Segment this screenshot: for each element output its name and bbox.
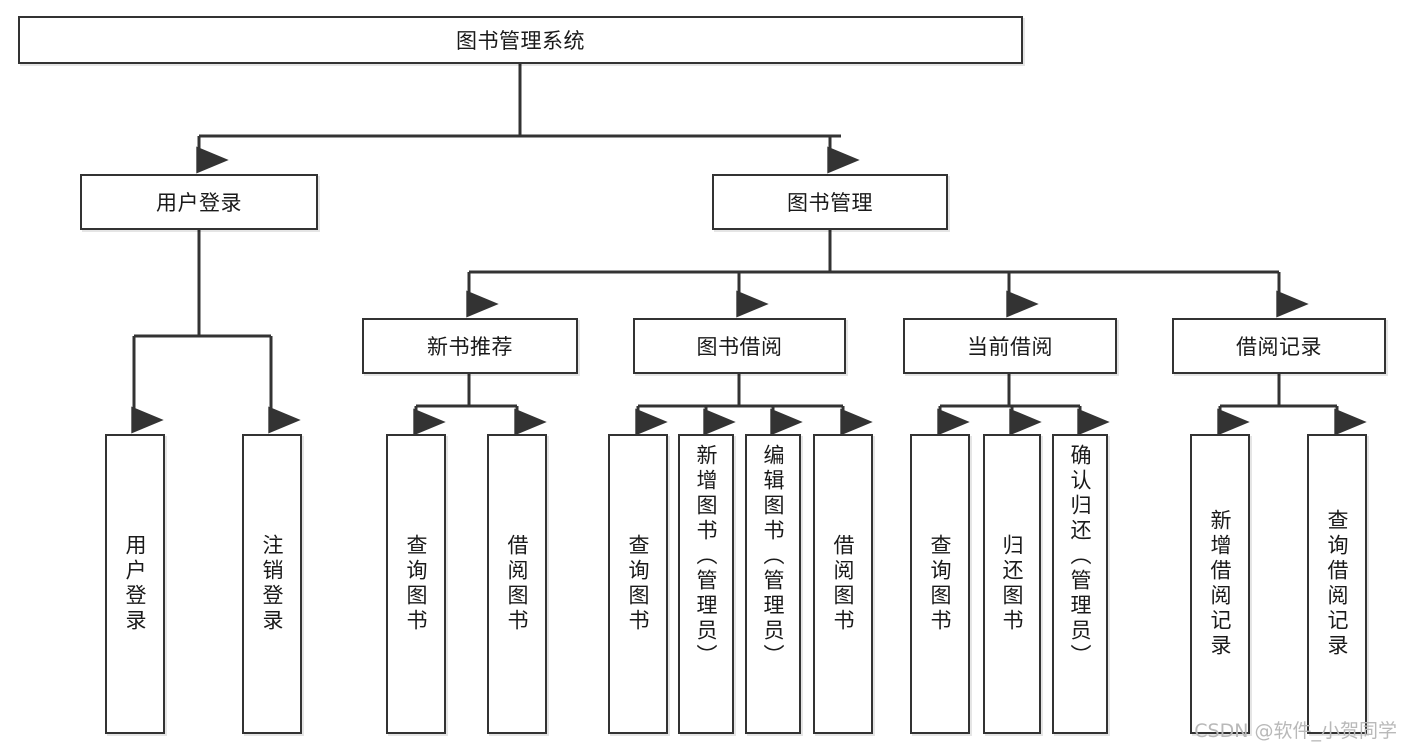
node-leaf-query-record[interactable]: 查询借阅记录 [1307,434,1367,734]
node-leaf-borrow-book-1[interactable]: 借阅图书 [487,434,547,734]
node-leaf-query-book-2[interactable]: 查询图书 [608,434,668,734]
node-leaf-user-login[interactable]: 用户登录 [105,434,165,734]
node-leaf-confirm-return[interactable]: 确认归还（管理员） [1052,434,1108,734]
node-new-book-recommend[interactable]: 新书推荐 [362,318,578,374]
node-borrow-record[interactable]: 借阅记录 [1172,318,1386,374]
node-root[interactable]: 图书管理系统 [18,16,1023,64]
node-leaf-add-record[interactable]: 新增借阅记录 [1190,434,1250,734]
node-leaf-query-book-1[interactable]: 查询图书 [386,434,446,734]
node-leaf-borrow-book-2[interactable]: 借阅图书 [813,434,873,734]
node-leaf-return-book[interactable]: 归还图书 [983,434,1041,734]
node-leaf-logout[interactable]: 注销登录 [242,434,302,734]
node-book-borrow[interactable]: 图书借阅 [633,318,846,374]
node-leaf-add-book[interactable]: 新增图书（管理员） [678,434,734,734]
node-leaf-query-book-3[interactable]: 查询图书 [910,434,970,734]
node-current-borrow[interactable]: 当前借阅 [903,318,1117,374]
node-leaf-edit-book[interactable]: 编辑图书（管理员） [745,434,801,734]
node-book-manage[interactable]: 图书管理 [712,174,948,230]
watermark-text: CSDN @软件_小贺同学 [1194,720,1397,742]
node-user-login[interactable]: 用户登录 [80,174,318,230]
